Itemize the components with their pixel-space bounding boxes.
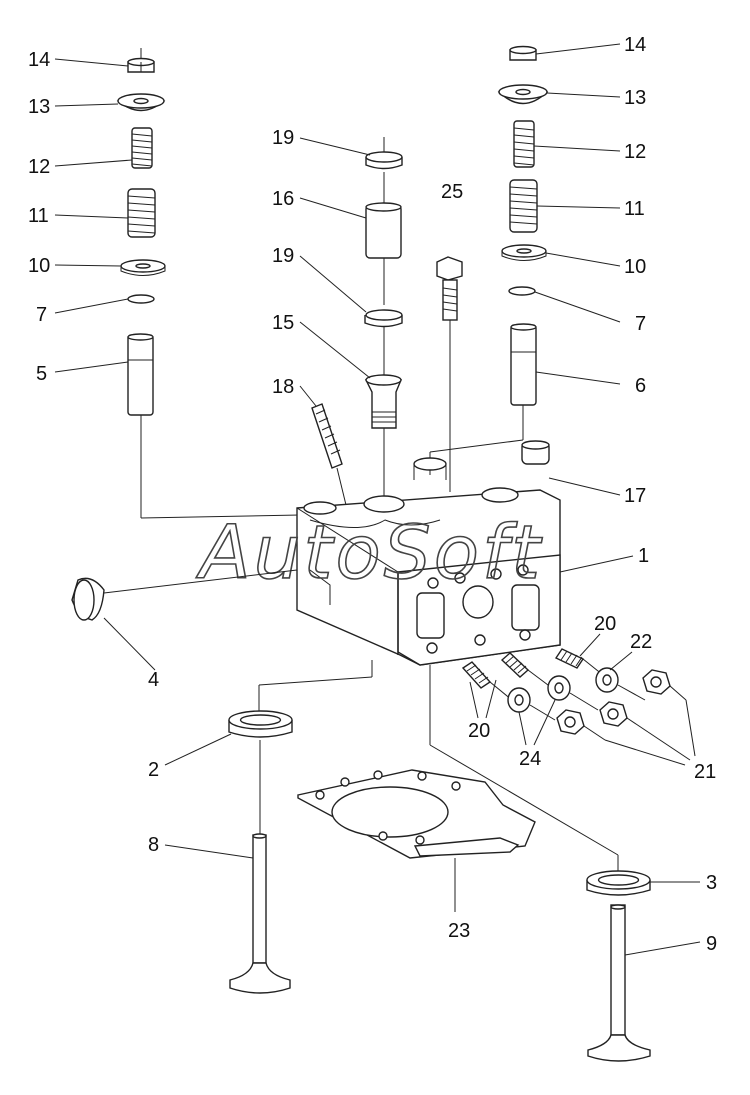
spring-washer-right-part bbox=[501, 244, 547, 261]
label-20-right: 20 bbox=[594, 613, 616, 635]
label-10-left: 10 bbox=[28, 255, 50, 277]
watermark-text: AutoSoft bbox=[196, 510, 543, 596]
spring-washer-part bbox=[120, 259, 166, 276]
label-8: 8 bbox=[148, 834, 159, 856]
label-24: 24 bbox=[519, 748, 541, 770]
label-15: 15 bbox=[272, 312, 294, 334]
label-7-left: 7 bbox=[36, 304, 47, 326]
label-1: 1 bbox=[638, 545, 649, 567]
washer-24-a bbox=[507, 687, 531, 713]
stud-20-a bbox=[461, 661, 492, 689]
label-23: 23 bbox=[448, 920, 470, 942]
label-5: 5 bbox=[36, 363, 47, 385]
valve-seal-ring-part bbox=[127, 294, 155, 304]
cap-part bbox=[521, 440, 550, 465]
nut-21-b bbox=[599, 701, 628, 727]
intake-valve-part bbox=[229, 833, 291, 994]
valve-seat-left-part bbox=[228, 660, 373, 835]
spring-retainer-right-part bbox=[497, 84, 549, 105]
leader-lines bbox=[54, 43, 701, 956]
head-gasket-part bbox=[297, 769, 536, 859]
label-17: 17 bbox=[624, 485, 646, 507]
label-6: 6 bbox=[635, 375, 646, 397]
label-7-right: 7 bbox=[635, 313, 646, 335]
label-21: 21 bbox=[694, 761, 716, 783]
seal-ring-lower-part bbox=[364, 309, 403, 328]
label-19-lower: 19 bbox=[272, 245, 294, 267]
outer-spring-part bbox=[127, 188, 156, 238]
cup-plug-part bbox=[71, 569, 298, 621]
nut-21-c bbox=[642, 669, 671, 695]
center-stack bbox=[364, 137, 403, 505]
washer-24-b bbox=[547, 675, 571, 701]
valve-seal-ring-right-part bbox=[508, 286, 536, 296]
label-19-upper: 19 bbox=[272, 127, 294, 149]
label-4: 4 bbox=[148, 669, 159, 691]
label-18: 18 bbox=[272, 376, 294, 398]
nut-21-a bbox=[556, 709, 585, 735]
label-10-right: 10 bbox=[624, 256, 646, 278]
right-valve-stack bbox=[429, 45, 550, 475]
label-14-left: 14 bbox=[28, 49, 50, 71]
label-3: 3 bbox=[706, 872, 717, 894]
label-13-right: 13 bbox=[624, 87, 646, 109]
part-labels: 14 13 12 11 10 7 5 19 16 19 15 18 25 14 … bbox=[28, 34, 717, 955]
inner-spring-right-part bbox=[513, 120, 535, 168]
seal-ring-upper-part bbox=[365, 151, 403, 170]
washers-and-nuts bbox=[489, 658, 687, 741]
label-22: 22 bbox=[630, 631, 652, 653]
label-13-left: 13 bbox=[28, 96, 50, 118]
washer-22 bbox=[595, 667, 619, 693]
label-12-left: 12 bbox=[28, 156, 50, 178]
label-12-right: 12 bbox=[624, 141, 646, 163]
label-9: 9 bbox=[706, 933, 717, 955]
valve-seat-right-part bbox=[429, 665, 651, 896]
inner-spring-part bbox=[131, 127, 153, 169]
exhaust-valve-part bbox=[587, 904, 651, 1062]
exhaust-studs bbox=[461, 648, 585, 689]
sleeve-part bbox=[365, 202, 402, 259]
label-2: 2 bbox=[148, 759, 159, 781]
label-25: 25 bbox=[441, 181, 463, 203]
bolt-part bbox=[436, 256, 463, 492]
valve-guide-part bbox=[127, 333, 154, 416]
spring-retainer-part bbox=[116, 93, 166, 112]
label-11-left: 11 bbox=[28, 205, 49, 227]
label-14-right: 14 bbox=[624, 34, 646, 56]
label-20-left: 20 bbox=[468, 720, 490, 742]
valve-collet-part bbox=[127, 57, 155, 73]
stud-part bbox=[311, 403, 347, 506]
injector-sleeve-part bbox=[364, 374, 403, 429]
left-valve-stack bbox=[116, 48, 301, 519]
valve-collet-right-part bbox=[509, 45, 537, 61]
stud-20-c bbox=[554, 648, 585, 669]
valve-guide-right-part bbox=[510, 323, 537, 406]
label-11-right: 11 bbox=[624, 198, 645, 220]
cylinder-head-block-part bbox=[296, 457, 561, 666]
outer-spring-right-part bbox=[509, 179, 538, 233]
stud-20-b bbox=[500, 652, 530, 678]
label-16: 16 bbox=[272, 188, 294, 210]
